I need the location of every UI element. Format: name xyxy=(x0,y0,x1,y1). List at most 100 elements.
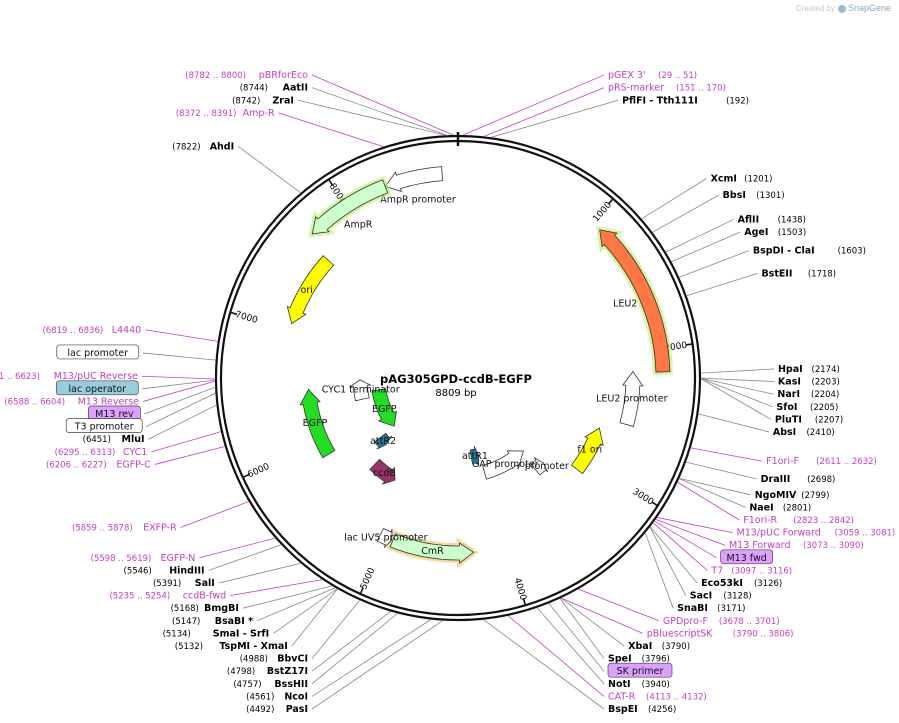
site-label-coord: (3796) xyxy=(642,655,670,665)
snapgene-logo-icon xyxy=(837,4,846,13)
site-label-box xyxy=(55,380,139,396)
site-label-coord: (2611 .. 2632) xyxy=(816,457,877,467)
site-label-coord: (4757) xyxy=(233,680,261,690)
site-label-group: NaeI(2801) xyxy=(749,502,811,513)
site-label-coord: (4256) xyxy=(648,705,676,715)
site-leader-line xyxy=(273,588,338,634)
site-label-name: M13 Reverse xyxy=(78,396,140,407)
site-leader-line xyxy=(291,588,338,647)
feature-label: AmpR promoter xyxy=(380,194,456,205)
feature-arrow-t7-promoter xyxy=(530,457,549,476)
site-label-name: BstZ17I xyxy=(267,666,308,677)
tick-label-6000: 6000 xyxy=(246,462,271,481)
site-label-group: AgeI(1503) xyxy=(744,227,806,238)
plasmid-backbone xyxy=(214,132,702,622)
site-label-name: SfoI xyxy=(776,402,797,413)
tick-mark-7000 xyxy=(230,311,238,316)
site-label-coord: (4561) xyxy=(246,692,274,702)
site-label-coord: (3790) xyxy=(662,642,690,652)
site-label-group: T7(3097 .. 3116) xyxy=(710,565,792,576)
site-label-group: HpaI(2174) xyxy=(778,364,840,375)
site-label-name: SalI xyxy=(195,578,215,589)
site-label-group: NotI(3940) xyxy=(608,679,670,690)
site-leader-line xyxy=(311,613,398,685)
site-leader-line xyxy=(154,446,225,465)
site-leader-line xyxy=(560,597,643,634)
site-leader-line xyxy=(462,74,605,136)
site-leader-line xyxy=(578,588,660,622)
site-leader-line xyxy=(679,478,746,508)
site-label-group: Eco53kI(3126) xyxy=(701,578,782,589)
site-label-group: NgoMIV(2799) xyxy=(755,490,830,501)
site-leader-line xyxy=(218,562,301,584)
site-label-coord: (151 .. 170) xyxy=(676,84,726,94)
site-label-box xyxy=(65,418,143,433)
site-label-name: BbvCI xyxy=(277,654,308,665)
site-label-group: SalI(5391) xyxy=(153,578,215,589)
site-leader-lines xyxy=(141,74,774,710)
site-label-coord: (8744) xyxy=(240,84,268,94)
site-label-group: AatII(8744) xyxy=(240,83,308,94)
tick-label-4000: 4000 xyxy=(512,577,528,602)
site-label-name: XbaI xyxy=(628,641,652,652)
site-label-name: HindIII xyxy=(169,565,204,576)
site-label-name: BstEII xyxy=(761,268,792,279)
feature-label: attR2 xyxy=(370,436,396,447)
watermark-created-by: Created by xyxy=(795,4,835,13)
site-label-group: DraIII(2698) xyxy=(761,474,836,485)
site-leader-line xyxy=(146,392,216,427)
tick-label-1000: 1000 xyxy=(591,200,614,224)
site-leader-line xyxy=(700,377,774,382)
site-label-name: SnaBI xyxy=(677,603,708,614)
site-label-coord: (5168) xyxy=(171,604,199,614)
site-leader-line xyxy=(644,532,674,609)
site-leader-line xyxy=(142,379,216,390)
site-leader-line xyxy=(655,519,726,546)
site-leader-line xyxy=(654,520,717,559)
tick-mark-1000 xyxy=(607,198,614,205)
site-leader-line xyxy=(483,87,605,137)
site-label-coord: (1503) xyxy=(778,228,806,238)
site-label-group: CAT-R (4113 .. 4132) xyxy=(608,691,707,702)
site-label-name: SmaI - SrfI xyxy=(213,628,269,639)
site-label-name: TspMI - XmaI xyxy=(219,641,287,652)
site-label-coord: (3790 .. 3806) xyxy=(733,629,794,639)
site-leader-line xyxy=(700,378,772,420)
site-leader-line xyxy=(230,579,323,596)
site-label-coord: (3097 .. 3116) xyxy=(731,566,792,576)
site-label-coord: (6601 .. 6623) xyxy=(0,372,40,382)
site-label-name: Amp-R xyxy=(243,108,275,119)
site-label-name: AhdI xyxy=(210,141,234,152)
site-label-coord: (3171) xyxy=(717,604,745,614)
site-label-coord: (5546) xyxy=(124,566,152,576)
feature-label: AmpR xyxy=(344,220,373,231)
site-label-group: M13/pUC Forward(3059 .. 3081) xyxy=(737,528,896,539)
site-label-group: T3 promoter xyxy=(65,418,143,433)
site-leader-line xyxy=(180,501,249,528)
site-label-group: KasI(2203) xyxy=(778,377,840,388)
site-label-group: ccdB-fwd(5235 .. 5254) xyxy=(109,591,226,602)
site-label-coord: (1301) xyxy=(756,191,784,201)
site-label-group: F1ori-F(2611 .. 2632) xyxy=(766,456,877,467)
site-label-name: CAT-R xyxy=(608,691,636,702)
site-label-box xyxy=(607,662,673,678)
site-label-name: AflII xyxy=(738,214,759,225)
site-label-coord: (6819 .. 6836) xyxy=(42,326,103,336)
site-label-group: TspMI - XmaI(5132) xyxy=(175,641,288,652)
site-label-coord: (2410) xyxy=(806,428,834,438)
site-label-coord: (1438) xyxy=(778,215,806,225)
site-label-name: EXFP-R xyxy=(143,523,177,534)
site-leader-line xyxy=(536,607,605,685)
site-label-group: NarI(2204) xyxy=(777,389,839,400)
site-label-group: XbaI (3790) xyxy=(628,641,690,652)
feature-arrow-ampr xyxy=(311,179,389,235)
site-label-name: DraIII xyxy=(761,474,791,485)
feature-arrow-cyc1-terminator xyxy=(348,379,372,402)
site-leader-line xyxy=(700,378,773,408)
site-label-group: EGFP-C(6206 .. 6227) xyxy=(46,459,151,470)
site-label-group: pGEX 3'(29 .. 51) xyxy=(608,70,697,81)
site-label-coord: (4113 .. 4132) xyxy=(646,692,707,702)
site-leader-line xyxy=(311,74,454,136)
site-label-name: SK primer xyxy=(617,666,664,677)
